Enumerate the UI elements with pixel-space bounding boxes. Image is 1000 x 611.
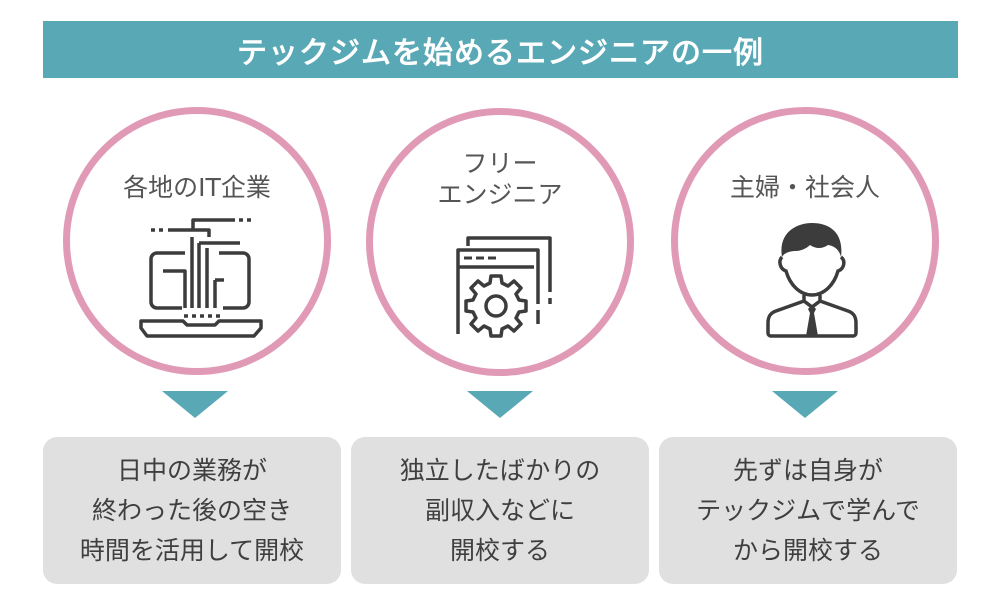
down-arrow-icon	[772, 391, 838, 418]
circle-freelance-engineer: フリー エンジニア	[366, 108, 634, 376]
circle-it-companies: 各地のIT企業	[63, 107, 331, 375]
circle-label: フリー エンジニア	[437, 149, 563, 209]
down-arrow-icon	[467, 391, 533, 418]
description-box-homemakers-workers: 先ずは自身が テックジムで学んで から開校する	[659, 437, 957, 584]
page-title: テックジムを始めるエンジニアの一例	[237, 35, 764, 71]
description-text: 先ずは自身が テックジムで学んで から開校する	[696, 455, 920, 565]
circle-homemakers-workers: 主婦・社会人	[671, 107, 939, 375]
description-text: 独立したばかりの 副収入などに 開校する	[399, 455, 601, 565]
down-arrow-icon	[162, 391, 228, 418]
description-text: 日中の業務が 終わった後の空き 時間を活用して開校	[79, 455, 305, 565]
description-box-freelance-engineer: 独立したばかりの 副収入などに 開校する	[351, 437, 649, 584]
laptop-circuit-icon	[139, 218, 263, 338]
title-banner: テックジムを始めるエンジニアの一例	[43, 21, 958, 78]
circle-label: 主婦・社会人	[729, 173, 880, 202]
window-gear-icon	[456, 236, 552, 338]
description-box-it-companies: 日中の業務が 終わった後の空き 時間を活用して開校	[43, 437, 341, 584]
circle-label: 各地のIT企業	[123, 173, 271, 202]
person-tie-icon	[766, 223, 858, 338]
